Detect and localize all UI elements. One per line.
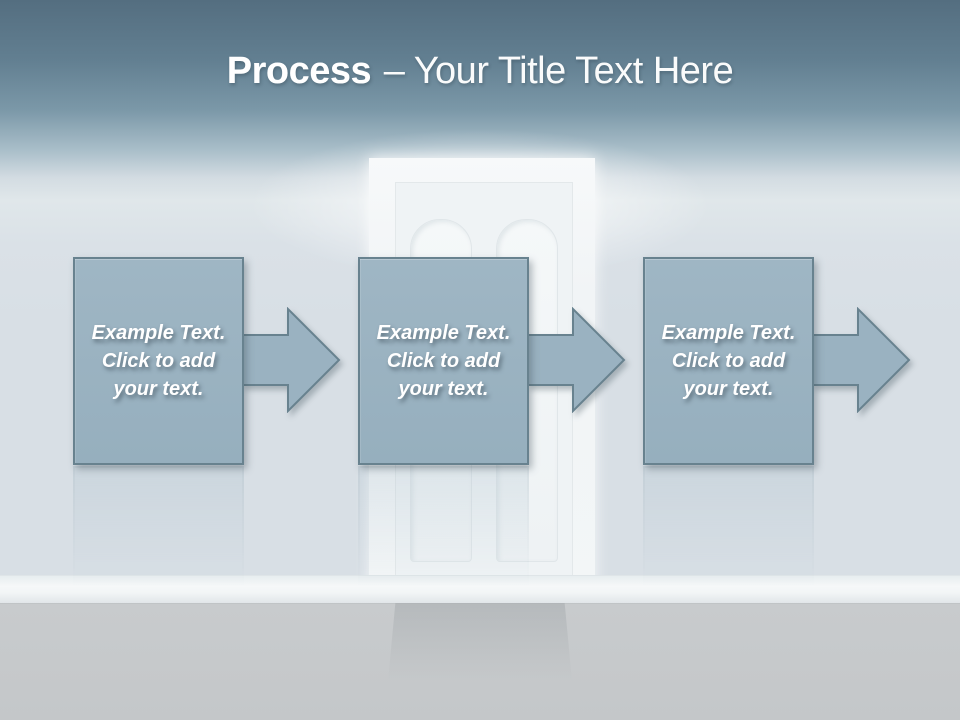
process-step-2: Example Text. Click to add your text. <box>358 257 626 465</box>
text-line: Click to add <box>386 350 501 372</box>
baseboard <box>0 575 960 603</box>
text-line: Click to add <box>101 350 216 372</box>
step-text: Example Text. Click to add your text. <box>92 319 226 403</box>
step-box[interactable]: Example Text. Click to add your text. <box>358 257 529 465</box>
text-line: your text. <box>683 378 774 400</box>
block-arrow-right-icon[interactable] <box>242 307 342 413</box>
text-line: Click to add <box>671 350 786 372</box>
block-arrow-right-icon[interactable] <box>812 307 912 413</box>
process-step-1: Example Text. Click to add your text. <box>73 257 341 465</box>
text-line: your text. <box>398 378 489 400</box>
text-line: Example Text. <box>661 322 796 344</box>
text-line: Example Text. <box>376 322 511 344</box>
block-arrow-right-icon[interactable] <box>527 307 627 413</box>
process-step-3: Example Text. Click to add your text. <box>643 257 911 465</box>
step-box[interactable]: Example Text. Click to add your text. <box>73 257 244 465</box>
text-line: your text. <box>113 378 204 400</box>
title-rest: – Your Title Text Here <box>383 50 734 92</box>
step-box[interactable]: Example Text. Click to add your text. <box>643 257 814 465</box>
text-line: Example Text. <box>91 322 226 344</box>
step-text: Example Text. Click to add your text. <box>662 319 796 403</box>
floor <box>0 603 960 720</box>
step-text: Example Text. Click to add your text. <box>377 319 511 403</box>
title-emphasis: Process <box>226 50 372 92</box>
slide-title[interactable]: Process – Your Title Text Here <box>0 50 960 93</box>
